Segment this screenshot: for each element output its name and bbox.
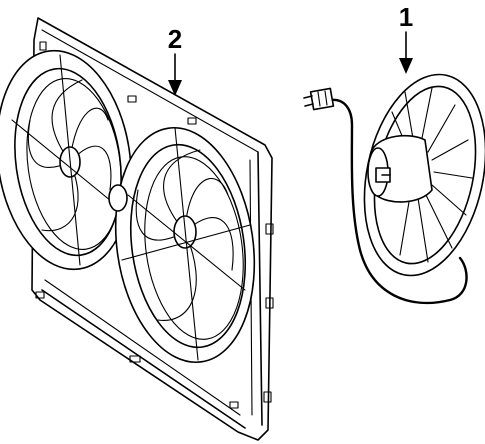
shroud-tab — [127, 95, 137, 103]
callout-1-group: 1 — [399, 2, 413, 74]
dual-fan-shroud-assembly — [0, 17, 274, 441]
shroud-tab — [187, 117, 197, 125]
shroud-tab — [265, 297, 274, 309]
right-fan-ring-inner — [129, 143, 247, 349]
fan-electrical-connector — [303, 87, 335, 111]
shroud-tab — [129, 355, 141, 363]
left-fan-blade — [41, 161, 79, 232]
shroud-top-edge — [41, 29, 259, 153]
shroud-bottom-flange — [41, 289, 246, 429]
fan-blade — [431, 184, 467, 216]
shroud-tab — [39, 41, 47, 51]
right-fan-blade — [157, 231, 197, 321]
shroud-bottom-flange-inner — [44, 279, 241, 416]
fan-blade — [417, 197, 429, 263]
fan-wiring-harness — [328, 98, 468, 305]
fan-blade — [427, 104, 456, 153]
left-fan-blade — [51, 79, 83, 163]
callout-2-arrowhead — [168, 80, 182, 96]
shroud-tab — [229, 401, 239, 409]
right-fan-guard-spoke — [121, 224, 251, 261]
shroud-tab — [265, 223, 274, 235]
callout-1-arrowhead — [399, 58, 413, 74]
right-fan-guard-spoke — [174, 127, 199, 361]
shroud-tab — [263, 391, 272, 403]
left-fan-guard-spoke — [11, 119, 123, 211]
fan-blade — [431, 139, 469, 161]
callout-2-group: 2 — [168, 24, 182, 96]
center-motor-stub — [108, 184, 128, 212]
right-fan — [114, 126, 256, 364]
fan-blade — [425, 194, 453, 249]
left-fan — [0, 49, 132, 271]
shroud-tab — [35, 291, 45, 299]
left-fan-blade — [27, 119, 71, 168]
shroud-right-flange — [257, 151, 263, 426]
callout-2-label: 2 — [168, 24, 182, 54]
right-fan-blade — [135, 189, 186, 241]
fan-blade — [399, 195, 411, 256]
callout-1-label: 1 — [399, 2, 413, 32]
left-fan-guard-spoke — [59, 54, 81, 266]
right-fan-blade — [163, 149, 201, 233]
fan-motor-assembly — [303, 73, 485, 305]
fan-blade — [433, 171, 473, 179]
right-fan-blade — [184, 217, 234, 271]
